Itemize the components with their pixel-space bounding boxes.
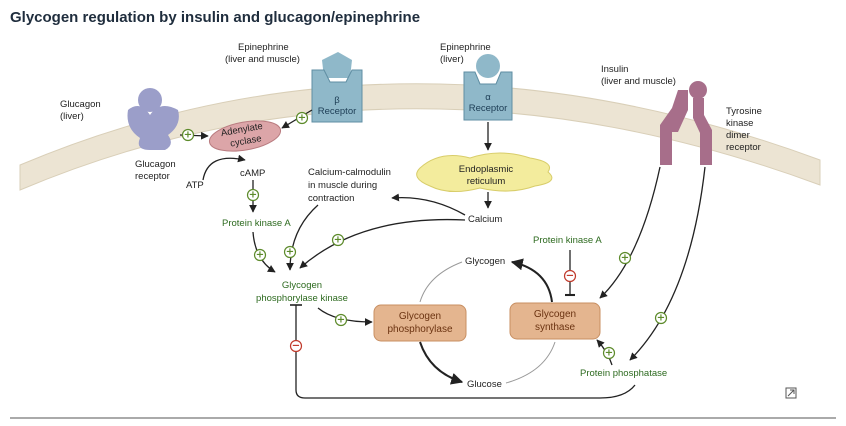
beta-receptor-label: Receptor bbox=[318, 106, 357, 117]
cell-membrane bbox=[19, 83, 821, 191]
glycogen-phosphorylase-label-1: Glycogen bbox=[399, 311, 441, 322]
plus-sign-phosphatase bbox=[602, 346, 616, 360]
glycogen-synthase-label-1: Glycogen bbox=[534, 309, 576, 320]
plus-sign-insulin-phosphatase bbox=[654, 311, 668, 325]
minus-sign-pka-text: − bbox=[566, 271, 574, 282]
atp-label: ATP bbox=[186, 180, 204, 191]
alpha-receptor bbox=[463, 71, 513, 121]
arrow-calcium-to-gpk bbox=[299, 218, 466, 269]
glucagon-label-1: Glucagon bbox=[60, 99, 101, 110]
plus-sign-insulin-synthase bbox=[618, 251, 632, 265]
adenylate-cyclase bbox=[208, 120, 282, 152]
minus-sign-gpk-text: − bbox=[292, 341, 300, 352]
glucagon-label-2: (liver) bbox=[60, 111, 84, 122]
glycogen-label: Glycogen bbox=[465, 256, 505, 267]
arrow-synthase-to-glycogen bbox=[510, 258, 553, 303]
plus-sign-camp-text: + bbox=[249, 190, 257, 201]
glucagon-receptor-label-1: Glucagon bbox=[135, 159, 176, 170]
glucagon-receptor-label-2: receptor bbox=[135, 171, 170, 182]
plus-sign-camp bbox=[246, 188, 260, 202]
plus-sign-calcium-text: + bbox=[334, 235, 342, 246]
expand-icon[interactable] bbox=[785, 387, 797, 399]
plus-sign-calcium bbox=[331, 233, 345, 247]
epinephrine-alpha-label-2: (liver) bbox=[440, 54, 464, 65]
calcium-label: Calcium bbox=[468, 214, 502, 225]
insulin-label-2: (liver and muscle) bbox=[601, 76, 676, 87]
plus-sign-insulin-synthase-text: + bbox=[621, 253, 629, 264]
protein-phosphatase-label: Protein phosphatase bbox=[580, 368, 667, 379]
endoplasmic-reticulum bbox=[416, 152, 553, 192]
epinephrine-alpha-label-1: Epinephrine bbox=[440, 42, 491, 53]
epinephrine-alpha-molecule bbox=[476, 54, 500, 78]
beta-receptor bbox=[311, 69, 363, 123]
plus-sign-calmodulin-text: + bbox=[286, 247, 294, 258]
plus-sign-phosphatase-text: + bbox=[605, 348, 613, 359]
arrow-phosphorylase-to-glucose bbox=[419, 341, 464, 385]
plus-sign-calmodulin bbox=[283, 245, 297, 259]
plus-sign-gpk-text: + bbox=[337, 315, 345, 326]
plus-sign-gpk bbox=[334, 313, 348, 327]
page-title: Glycogen regulation by insulin and gluca… bbox=[10, 9, 420, 26]
gpk-label-1: Glycogen bbox=[282, 280, 322, 291]
arrow-calcium-to-calmodulin bbox=[391, 193, 466, 216]
plus-sign-pka-text: + bbox=[256, 250, 264, 261]
camp-label: cAMP bbox=[240, 168, 265, 179]
insulin-label-1: Insulin bbox=[601, 64, 628, 75]
tyrosine-label-2: kinase bbox=[726, 118, 753, 129]
protein-kinase-a-left: Protein kinase A bbox=[222, 218, 291, 229]
glucose-label: Glucose bbox=[467, 379, 502, 390]
epinephrine-beta-label-1: Epinephrine bbox=[238, 42, 289, 53]
tyrosine-label-4: receptor bbox=[726, 142, 761, 153]
arc-glucose-to-synthase bbox=[505, 341, 556, 384]
tyrosine-kinase-receptor-left bbox=[660, 90, 688, 165]
arrow-atp-to-camp bbox=[202, 154, 246, 181]
alpha-receptor-label: Receptor bbox=[469, 103, 508, 114]
plus-sign-pka bbox=[253, 248, 267, 262]
glycogen-phosphorylase-label-2: phosphorylase bbox=[387, 324, 452, 335]
er-label-1: Endoplasmic bbox=[459, 164, 514, 175]
activation-signs: + + + + + + + + + + bbox=[181, 111, 668, 360]
arrow-insulin-to-synthase bbox=[599, 166, 661, 299]
arrow-calmodulin-to-gpk bbox=[286, 204, 319, 271]
calmodulin-label-2: in muscle during bbox=[308, 180, 377, 191]
glucagon-receptor bbox=[127, 106, 179, 150]
tyrosine-kinase-receptor-right bbox=[693, 98, 712, 165]
adenylate-cyclase-label-2: cyclase bbox=[229, 133, 262, 149]
glycogen-synthase-label-2: synthase bbox=[535, 322, 575, 333]
epinephrine-beta-molecule bbox=[322, 52, 352, 78]
gpk-label-2: phosphorylase kinase bbox=[256, 293, 348, 304]
calmodulin-label-3: contraction bbox=[308, 193, 354, 204]
inhibit-gpk-to-phosphatase-loop bbox=[295, 305, 636, 399]
plus-sign-beta bbox=[295, 111, 309, 125]
arrow-insulin-to-phosphatase bbox=[629, 166, 706, 361]
er-label-2: reticulum bbox=[467, 176, 506, 187]
glucagon-molecule bbox=[138, 88, 162, 112]
inhibition-signs: − − bbox=[289, 269, 577, 353]
glycogen-phosphorylase-box bbox=[373, 304, 467, 342]
tyrosine-label-3: dimer bbox=[726, 130, 750, 141]
tyrosine-label-1: Tyrosine bbox=[726, 106, 762, 117]
arc-glycogen-to-phosphorylase bbox=[419, 261, 463, 303]
protein-kinase-a-right: Protein kinase A bbox=[533, 235, 602, 246]
plus-sign-insulin-phosphatase-text: + bbox=[657, 313, 665, 324]
beta-receptor-symbol: β bbox=[334, 95, 340, 106]
alpha-receptor-symbol: α bbox=[485, 92, 491, 103]
epinephrine-beta-label-2: (liver and muscle) bbox=[225, 54, 300, 65]
plus-sign-glucagon bbox=[181, 128, 195, 142]
calmodulin-label-1: Calcium-calmodulin bbox=[308, 167, 391, 178]
minus-sign-gpk bbox=[289, 339, 303, 353]
insulin-molecule bbox=[689, 81, 707, 99]
plus-sign-beta-text: + bbox=[298, 113, 306, 124]
plus-sign-glucagon-text: + bbox=[184, 130, 192, 141]
glycogen-synthase-box bbox=[509, 302, 601, 340]
minus-sign-pka bbox=[563, 269, 577, 283]
